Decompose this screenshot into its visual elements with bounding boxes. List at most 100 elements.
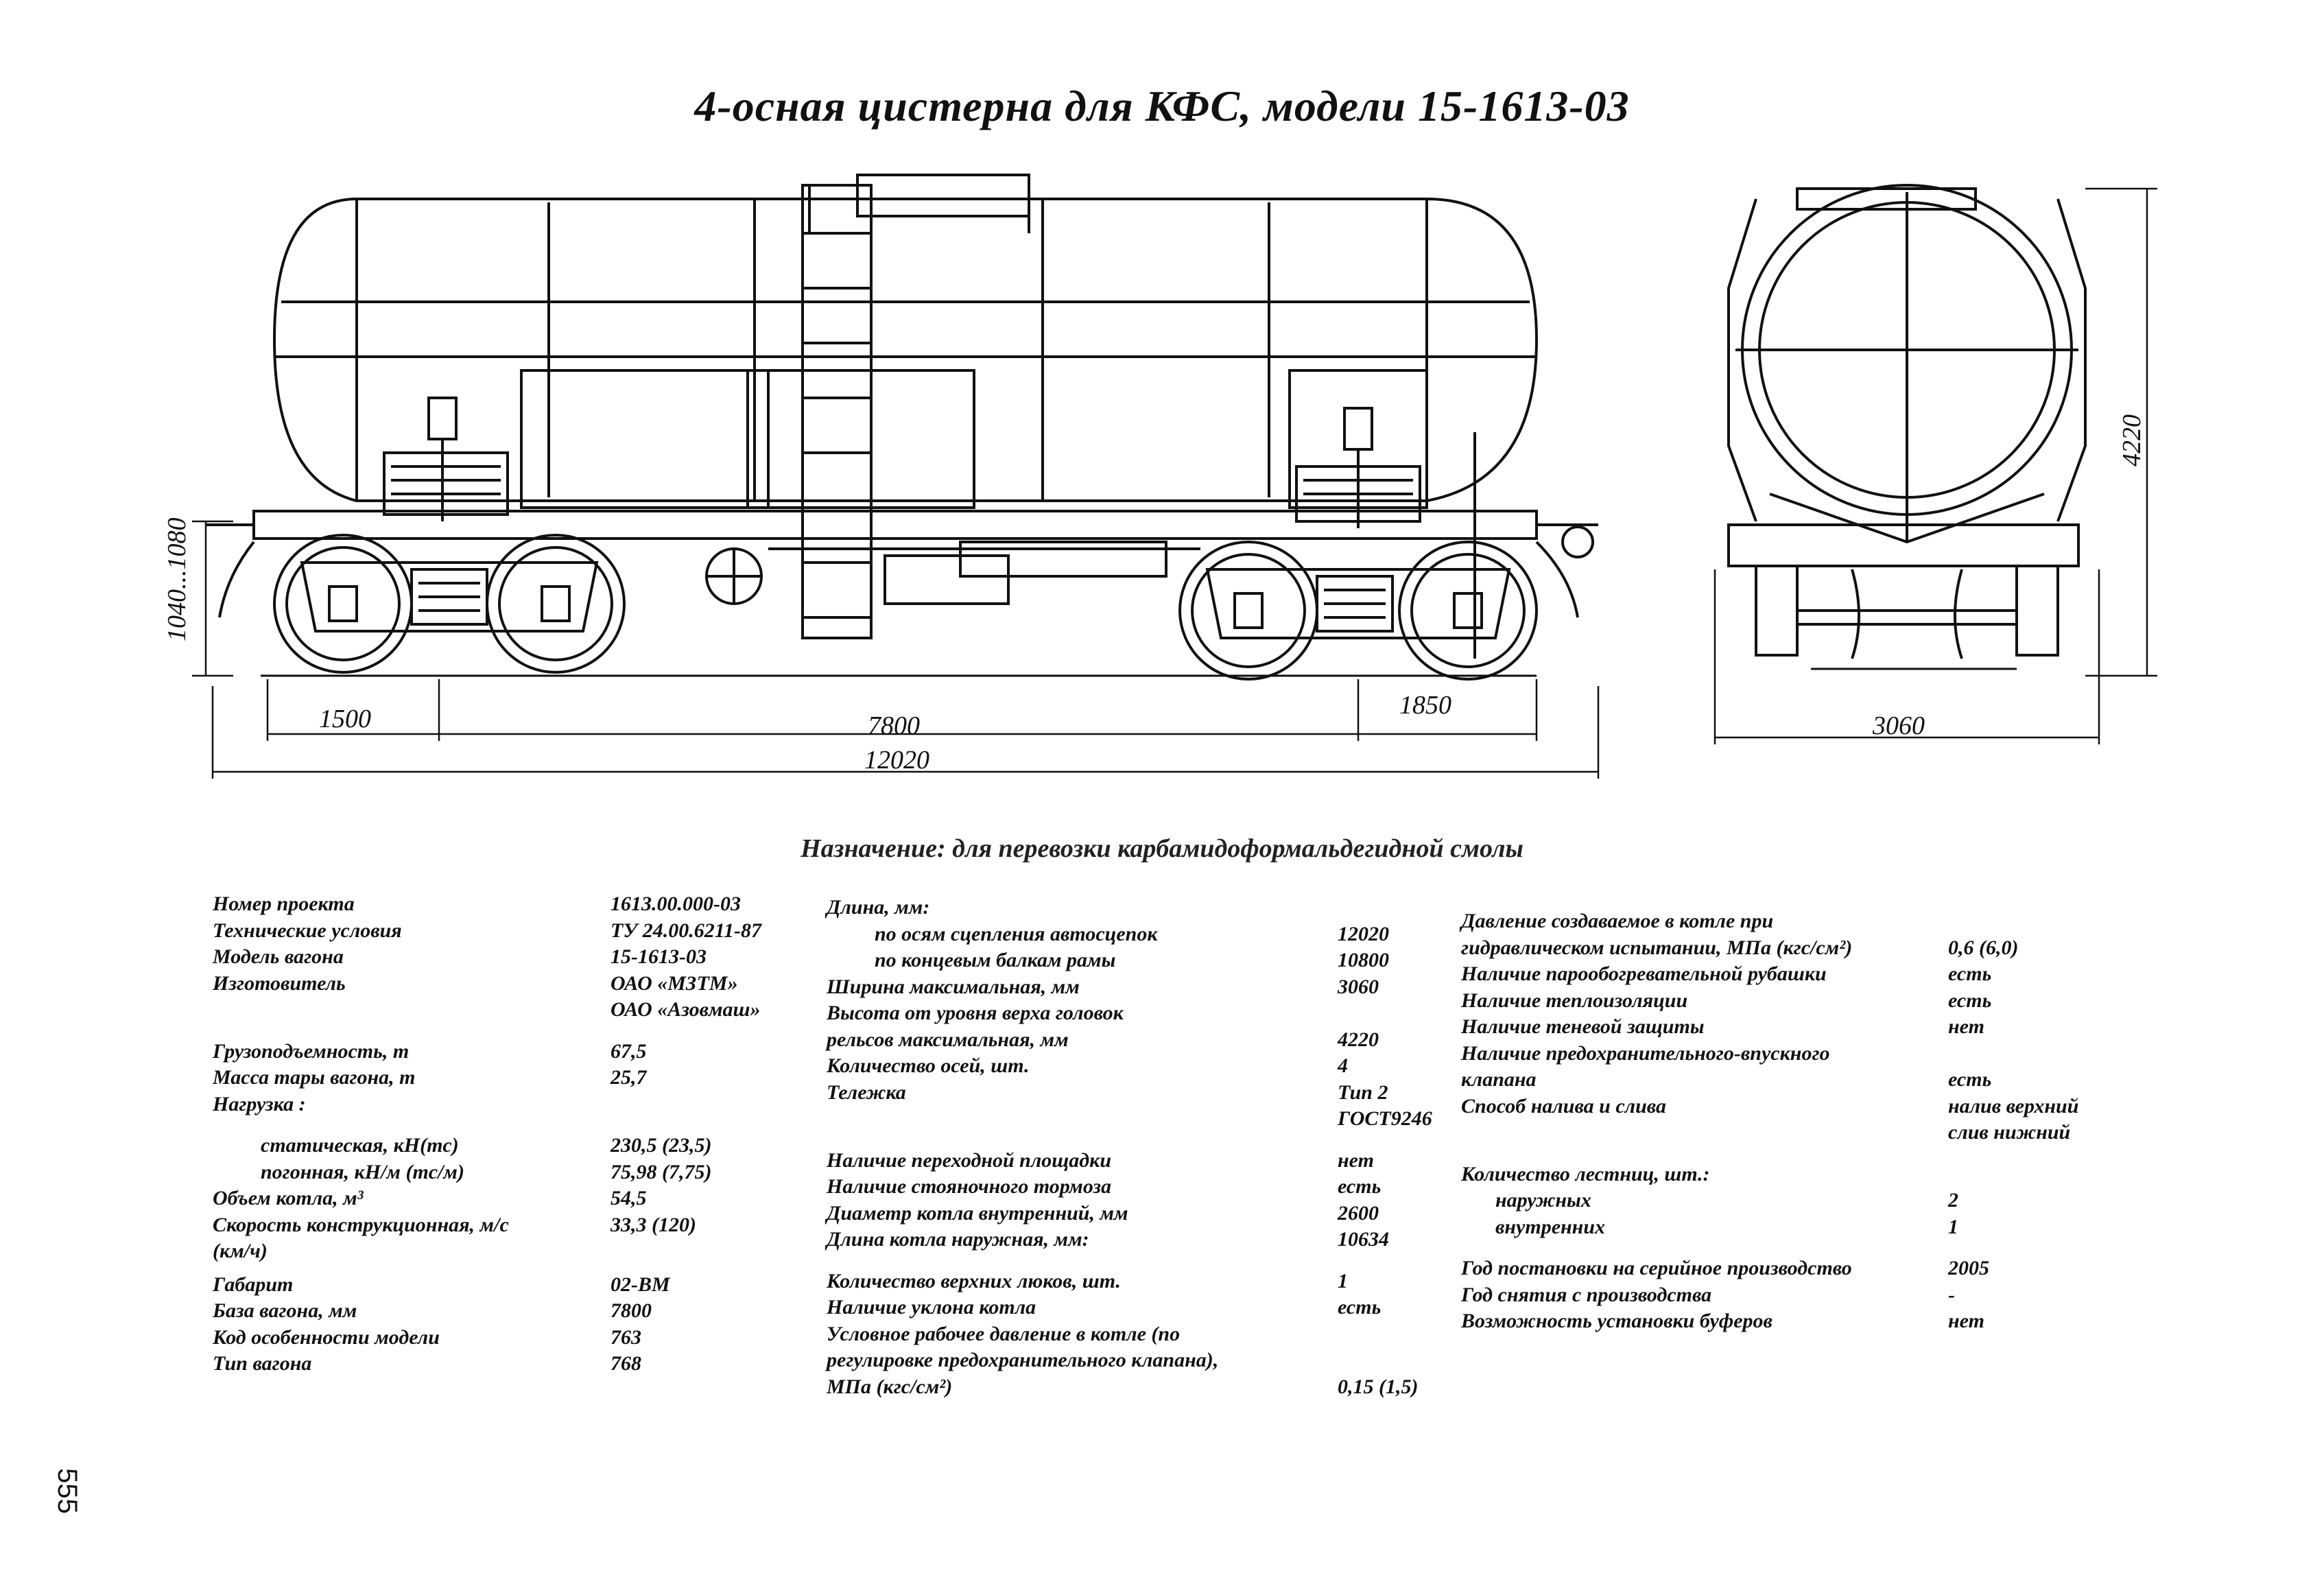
spec-label: Номер проекта [213,893,355,915]
spec-label: Модель вагона [213,945,344,968]
spec-label: регулировке предохранительного клапана), [827,1349,1219,1371]
spec-label: Условное рабочее давление в котле (по [827,1322,1181,1345]
spec-value: нет [1338,1148,1374,1172]
spec-value: 12020 [1338,922,1389,945]
spec-label: Год снятия с производства [1461,1283,1712,1306]
spec-value: есть [1948,962,1992,985]
spec-row: рельсов максимальная, мм 4220 [827,1028,1379,1052]
spec-label: Наличие теневой защиты [1461,1015,1705,1038]
spec-label: Тип вагона [213,1352,312,1375]
spec-label: Давление создаваемое в котле при [1461,910,1774,932]
spec-label: Наличие переходной площадки [827,1148,1112,1172]
spec-row: Наличие парообогревательной рубашки есть [1461,962,1991,986]
spec-row: (км/ч) [213,1239,268,1264]
spec-value: 2 [1948,1189,1958,1212]
dim-4220: 4220 [2118,414,2146,466]
spec-value: 75,98 (7,75) [610,1160,712,1183]
spec-value: 33,3 (120) [610,1213,696,1236]
dim-7800: 7800 [868,711,920,740]
spec-label: Ширина максимальная, мм [827,975,1080,998]
spec-value: 02-ВМ [610,1273,670,1296]
spec-row: Длина котла наружная, мм:10634 [827,1227,1389,1252]
spec-label: Масса тары вагона, т [213,1066,416,1089]
spec-row: Количество верхних люков, шт. 1 [827,1269,1348,1294]
spec-label: Высота от уровня верха головок [827,1002,1124,1024]
spec-label: Нагрузка : [213,1092,306,1115]
spec-value: 2600 [1338,1201,1379,1225]
spec-row: статическая, кН(тс) 230,5 (23,5) [261,1133,711,1158]
spec-value: 0,6 (6,0) [1948,936,2019,959]
spec-row: Длина, мм: [827,895,929,920]
spec-value: 10800 [1338,949,1389,971]
spec-value: - [1948,1283,1955,1306]
spec-label: Количество лестниц, шт.: [1461,1162,1710,1185]
spec-value: 4220 [1338,1028,1379,1051]
spec-row: Условное рабочее давление в котле (по [827,1322,1180,1347]
spec-value: есть [1338,1296,1382,1319]
spec-label: по концевым балкам рамы [875,949,1116,971]
spec-value: нет [1948,1015,1984,1038]
dim-1040-1080: 1040...1080 [163,518,191,642]
spec-value: налив верхний [1948,1094,2079,1118]
spec-row: регулировке предохранительного клапана), [827,1348,1218,1373]
spec-label: Объем котла, м³ [213,1187,364,1209]
spec-value: слив нижний [1948,1121,2071,1144]
spec-row: гидравлическом испытании, МПа (кгс/см²)0… [1461,936,2018,960]
dim-1500: 1500 [319,705,371,733]
spec-value: есть [1948,989,1992,1012]
dim-12020: 12020 [864,746,929,775]
page-title: 4-осная цистерна для КФС, модели 15-1613… [694,82,1630,130]
spec-row: Скорость конструкционная, м/с 33,3 (120) [213,1213,696,1238]
spec-value: 15-1613-03 [610,945,707,968]
spec-label: Количество осей, шт. [827,1054,1030,1077]
spec-row: Наличие переходной площадки нет [827,1148,1374,1173]
spec-value: 768 [610,1352,641,1375]
spec-label: Наличие парообогревательной рубашки [1461,962,1827,985]
spec-value: есть [1948,1068,1992,1091]
spec-value: 25,7 [610,1066,647,1089]
spec-row: Масса тары вагона, т 25,7 [213,1065,647,1090]
spec-value: 7800 [610,1299,652,1322]
spec-row: Наличие уклона котла есть [827,1295,1381,1320]
spec-label: Изготовитель [213,971,346,995]
spec-value: 3060 [1338,975,1379,998]
spec-value: 1 [1338,1269,1348,1292]
spec-value: 230,5 (23,5) [610,1134,712,1157]
spec-label: МПа (кгс/см²) [827,1375,953,1398]
spec-row: Высота от уровня верха головок [827,1001,1124,1026]
spec-row: Год снятия с производства - [1461,1283,1955,1308]
spec-label: Грузоподъемность, т [213,1039,410,1063]
spec-label: Длина котла наружная, мм: [827,1228,1089,1251]
spec-label: (км/ч) [213,1240,268,1262]
spec-label: Наличие уклона котла [827,1296,1036,1319]
purpose-line: Назначение: для перевозки карбамидоформа… [801,834,1523,863]
spec-value: 0,15 (1,5) [1338,1375,1419,1398]
end-view [1727,184,2087,670]
spec-label: Количество верхних люков, шт. [827,1269,1121,1292]
dimension-lines [192,187,2157,779]
spec-label: рельсов максимальная, мм [827,1028,1069,1051]
spec-value: 763 [610,1325,641,1349]
spec-label: Технические условия [213,919,402,942]
spec-row: Количество осей, шт.4 [827,1054,1348,1078]
spec-label: Год постановки на серийное производство [1461,1257,1852,1279]
spec-label: Скорость конструкционная, м/с [213,1213,509,1236]
spec-label: статическая, кН(тс) [261,1134,459,1157]
dim-1850: 1850 [1399,691,1451,720]
spec-row: Модель вагона 15-1613-03 [213,945,707,969]
spec-label: внутренних [1495,1215,1606,1238]
